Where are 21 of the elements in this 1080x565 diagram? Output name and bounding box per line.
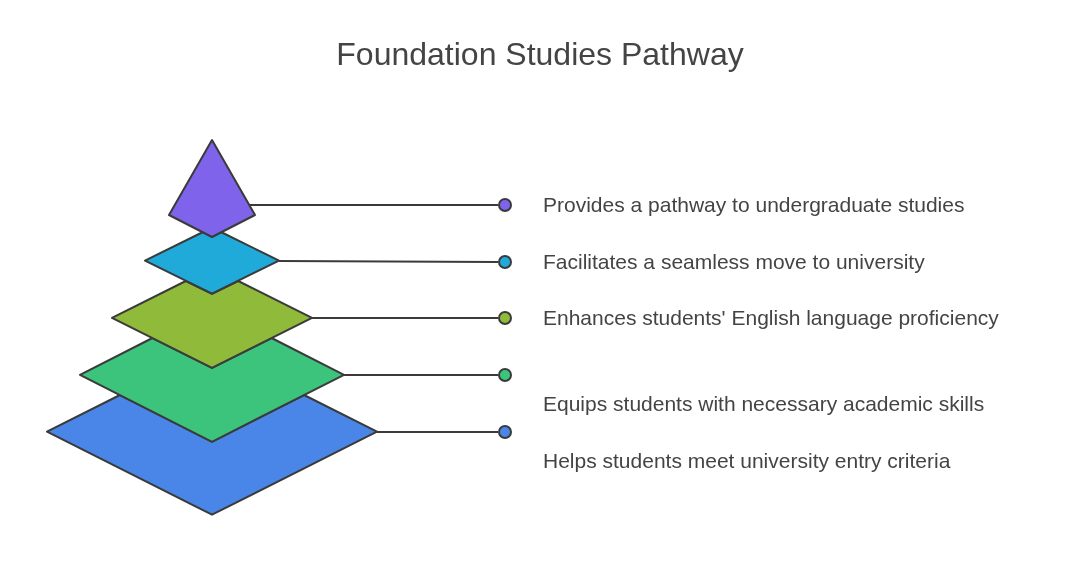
description-text: Facilitates a seamless move to university xyxy=(543,249,926,275)
leader-line xyxy=(343,374,499,376)
leader-line xyxy=(248,204,499,206)
leader-line xyxy=(278,260,499,263)
pyramid-layer xyxy=(47,395,377,515)
leader-dot xyxy=(498,311,512,325)
leader-dot xyxy=(498,368,512,382)
pyramid-layer xyxy=(80,338,344,442)
description-text: Equips students with necessary academic skills xyxy=(543,391,986,417)
description-text: Provides a pathway to undergraduate studies xyxy=(543,192,966,218)
description-text: Helps students meet university entry criteria xyxy=(543,448,952,474)
leader-line xyxy=(311,317,499,319)
leader-dot xyxy=(498,198,512,212)
leader-dot xyxy=(498,255,512,269)
pyramid-layer xyxy=(112,281,312,368)
description-text: Enhances students' English language proficiency xyxy=(543,305,1000,331)
leader-dot xyxy=(498,425,512,439)
pyramid-layer xyxy=(145,232,279,294)
leader-line xyxy=(376,431,499,433)
diagram-title: Foundation Studies Pathway xyxy=(335,36,745,73)
pyramid-top xyxy=(169,140,255,237)
